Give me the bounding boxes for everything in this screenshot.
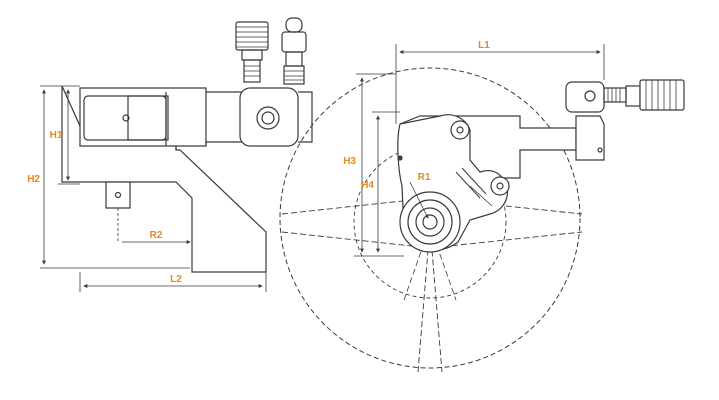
- top-view-dimensions: [354, 44, 605, 257]
- label-h4: H4: [361, 180, 374, 191]
- label-h2: H2: [27, 174, 40, 185]
- side-view-dimensions: [40, 85, 267, 292]
- side-view: [61, 17, 313, 273]
- dimension-labels: H1 H2 R2 L2 L1 H3 H4 R1: [27, 40, 490, 285]
- label-l1: L1: [478, 40, 490, 51]
- label-r1: R1: [418, 172, 431, 183]
- label-r2: R2: [150, 230, 163, 241]
- label-h1: H1: [50, 130, 63, 141]
- label-h3: H3: [343, 156, 356, 167]
- top-view: [279, 67, 685, 373]
- label-l2: L2: [170, 274, 182, 285]
